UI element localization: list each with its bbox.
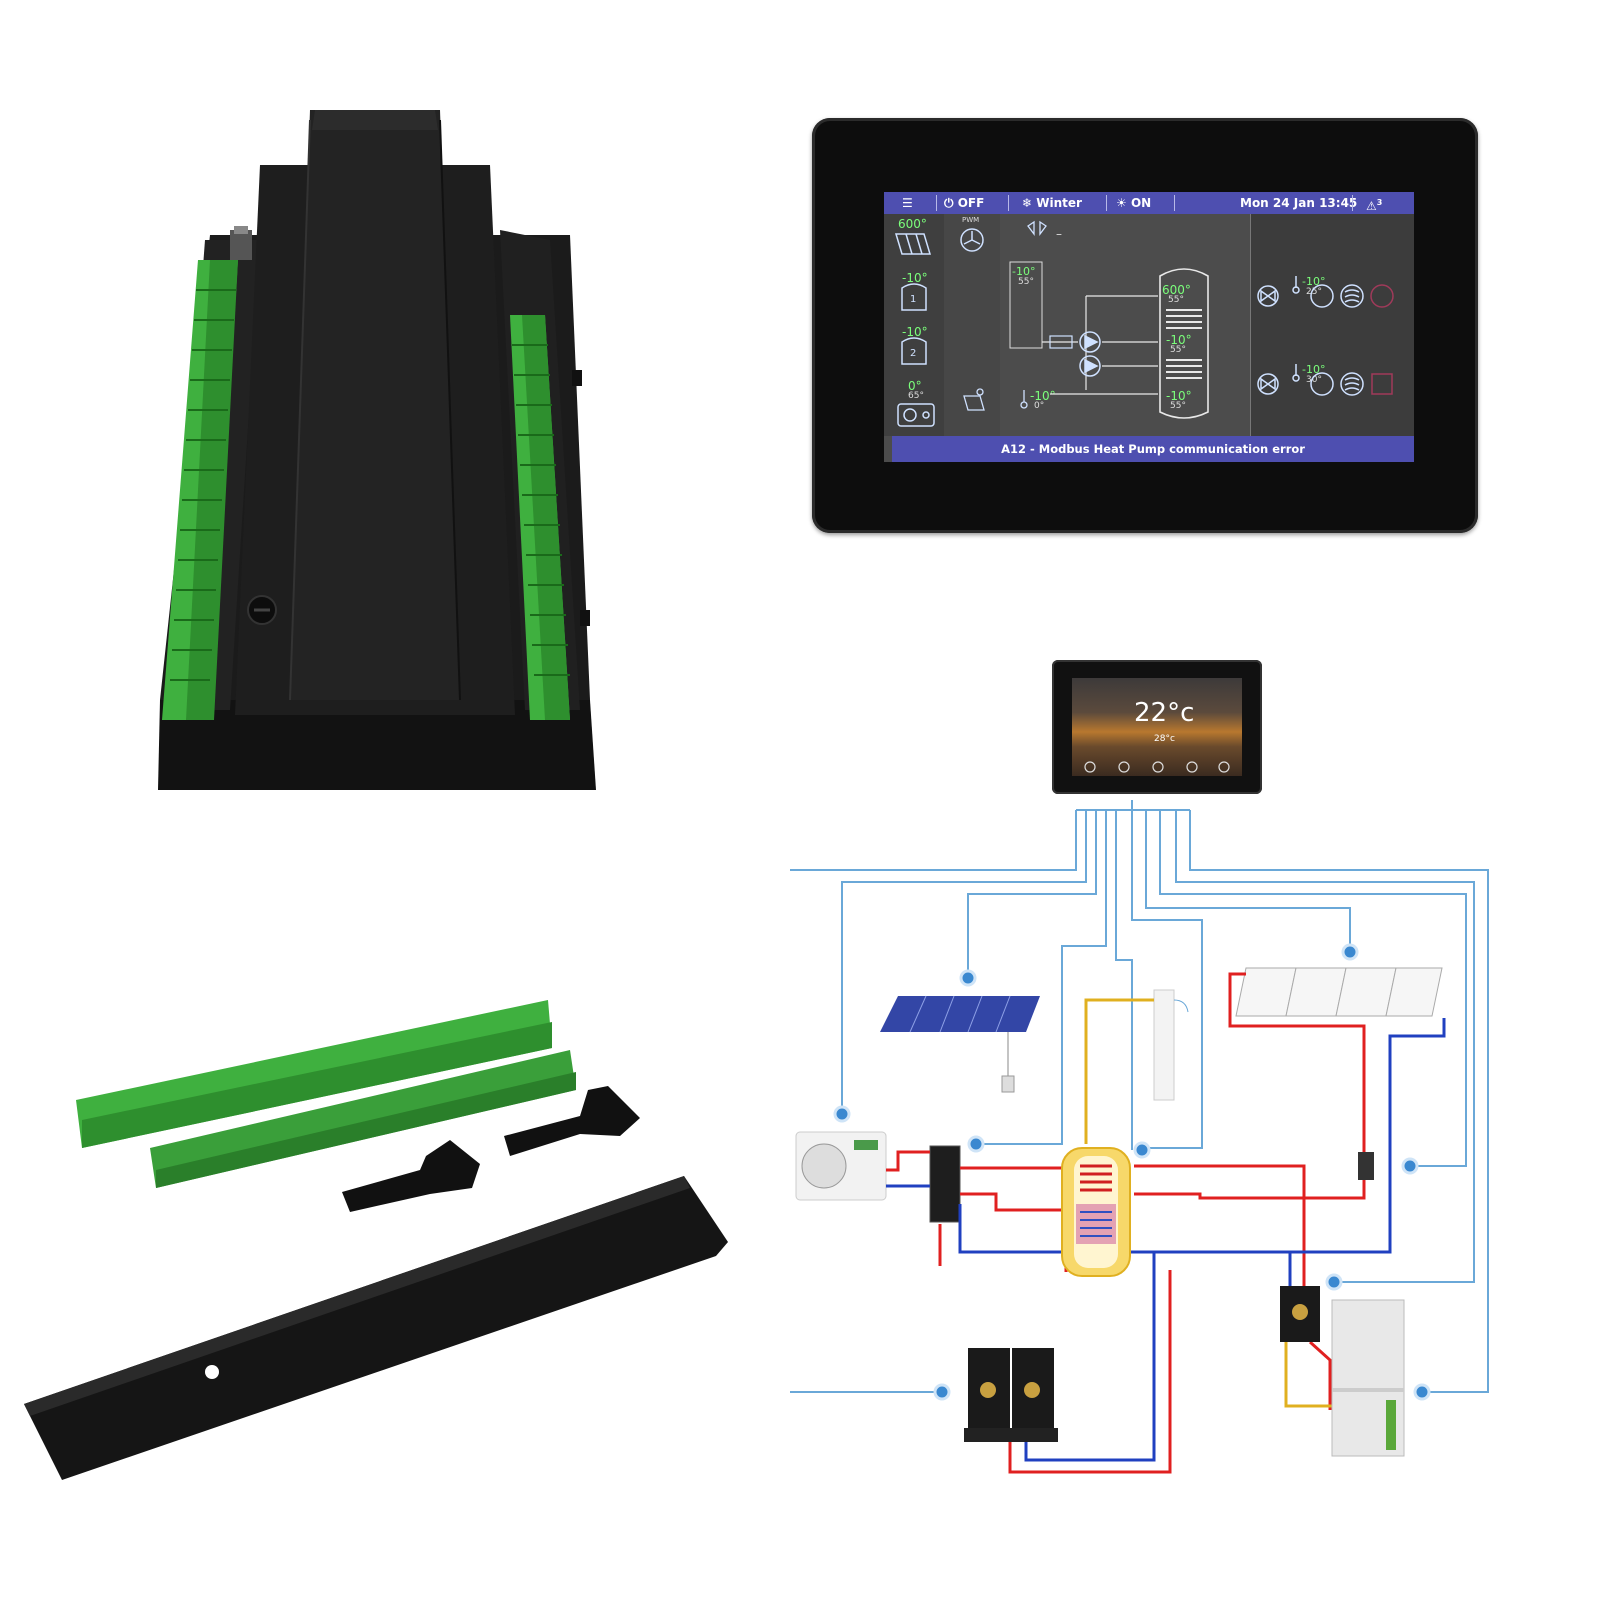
snowflake-icon: ❄ [1022, 196, 1033, 210]
mixing-valve [1358, 1152, 1374, 1180]
radiator-off-icon [1370, 284, 1394, 308]
terminal-strip-2 [150, 1050, 576, 1188]
error-message: A12 - Modbus Heat Pump communication err… [1001, 442, 1305, 456]
thermostat-sub-value: 28°c [1154, 734, 1175, 744]
storage-tank [1159, 268, 1209, 419]
terminal-block-left [162, 260, 238, 720]
settings-icon [1118, 761, 1130, 773]
valve-icon [1027, 220, 1047, 236]
pwm-label: PWM [962, 216, 980, 224]
season-label: Winter [1036, 196, 1082, 210]
system-schematic [790, 800, 1489, 1474]
return-value: -10° [1030, 389, 1056, 403]
controller-unit [158, 110, 596, 790]
season-toggle[interactable]: ❄ Winter [1022, 192, 1082, 214]
solar-pv-panel [880, 995, 1040, 1093]
dhw-pipe [1084, 998, 1332, 1408]
mode-toggle[interactable]: ☀ ON [1116, 192, 1151, 214]
thermostat-screen[interactable]: 22°c 28°c [1072, 678, 1242, 776]
storage-tank [1061, 1147, 1131, 1277]
sensor-nodes [833, 943, 1431, 1401]
outdoor-sub: 65° [908, 391, 924, 401]
power-state-label: OFF [957, 196, 985, 210]
cover-rail [24, 1176, 728, 1480]
solar-value: 600° [898, 217, 927, 231]
return-sub: 0° [1034, 401, 1045, 411]
solar-collector-icon [894, 233, 932, 255]
indoor-hydro-unit [929, 1145, 961, 1223]
thermostat-temperature: 22°c [1134, 698, 1195, 728]
error-bar[interactable]: A12 - Modbus Heat Pump communication err… [892, 436, 1414, 462]
floor-heating-off-icon [1371, 373, 1393, 395]
circuit1-sub: 25° [1306, 287, 1322, 297]
thermostat-icon-row [1084, 761, 1230, 773]
accessories [24, 1000, 728, 1480]
boiler2-value: -10° [902, 325, 928, 339]
mode-icon: ☀ [1116, 196, 1127, 210]
boiler-1-icon: 1 [901, 283, 927, 311]
floor-heating-panels [1235, 967, 1443, 1017]
signal-wiring [790, 800, 1489, 1393]
status-dash: – [1056, 227, 1062, 241]
tank-bottom-value: -10° [1166, 389, 1192, 403]
shower [1153, 989, 1189, 1101]
tank-bottom-sub: 55° [1170, 401, 1186, 411]
info-icon [1218, 761, 1230, 773]
tank-top-value: 600° [1162, 283, 1191, 297]
mode-state-label: ON [1130, 196, 1152, 210]
circuits-panel [1250, 214, 1414, 436]
power-icon [1084, 761, 1096, 773]
datetime: Mon 24 Jan 13:45 [1240, 196, 1358, 210]
outdoor-value: 0° [908, 379, 922, 393]
buffer-value: -10° [1012, 265, 1036, 278]
schedule-icon [1152, 761, 1164, 773]
buffer-sub: 55° [1018, 277, 1034, 287]
fan-icon [960, 228, 984, 252]
display-screen: ☰ ⏻ OFF ❄ Winter ☀ ON Mon 24 Jan 13:45 ⚠… [884, 192, 1414, 462]
circuit-1-icons [1257, 276, 1364, 308]
circuit-2-icons [1257, 364, 1364, 396]
heat-pump-icon [897, 403, 935, 427]
svg-text:2: 2 [910, 348, 916, 359]
touch-display: ☰ ⏻ OFF ❄ Winter ☀ ON Mon 24 Jan 13:45 ⚠… [812, 118, 1478, 533]
alarm-count: 3 [1376, 198, 1383, 207]
source-column [884, 214, 944, 436]
boiler1-value: -10° [902, 271, 928, 285]
circuit2-sub: 30° [1306, 375, 1322, 385]
power-toggle[interactable]: ⏻ OFF [944, 192, 984, 214]
outdoor-heat-pump [795, 1131, 887, 1201]
status-bar: ☰ ⏻ OFF ❄ Winter ☀ ON Mon 24 Jan 13:45 ⚠… [884, 192, 1414, 214]
coil-bottom [1166, 359, 1202, 379]
mixing-pump-groups [964, 1348, 1058, 1442]
thermometer-icon [1020, 390, 1028, 409]
terminal-block-right [510, 315, 570, 720]
power-icon: ⏻ [944, 196, 954, 210]
boiler-2-icon: 2 [901, 337, 927, 365]
terminal-strip-1 [76, 1000, 552, 1148]
tank-mid-sub: 55° [1170, 345, 1186, 355]
menu-icon[interactable]: ☰ [902, 196, 913, 210]
room-thermostat: 22°c 28°c [1052, 660, 1262, 794]
screen-diagram: 1 2 [894, 220, 1394, 427]
indoor-storage-unit [1331, 1299, 1405, 1457]
tank-top-sub: 55° [1168, 295, 1184, 305]
mode-icon [1186, 761, 1198, 773]
circulation-pump-icon [1079, 331, 1101, 377]
pump-group-right [1280, 1286, 1320, 1342]
solar-panel-small-icon [963, 388, 985, 411]
mounting-clip-2 [504, 1086, 640, 1156]
svg-text:1: 1 [910, 294, 916, 305]
alarm-button[interactable]: ⚠3 [1366, 192, 1382, 214]
mounting-clip-1 [342, 1140, 480, 1212]
warning-icon: ⚠ [1366, 199, 1377, 213]
coil-top [1166, 309, 1202, 329]
tank-mid-value: -10° [1166, 333, 1192, 347]
